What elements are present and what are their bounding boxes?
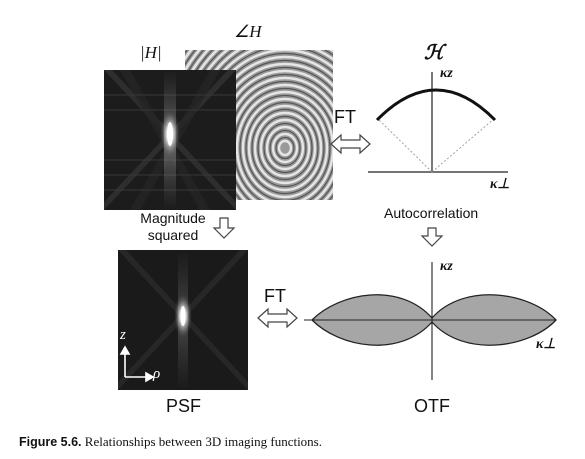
kappa-perp-label-bottom: κ⊥ (536, 337, 556, 352)
down-arrow-left (212, 217, 236, 239)
kappa-perp-label: κ⊥ (490, 177, 510, 192)
psf-label: PSF (166, 396, 202, 416)
ft-arrow-top (330, 133, 371, 155)
ft-label-bottom: FT (264, 286, 286, 306)
ft-arrow-bottom (257, 307, 298, 329)
magnitude-label: |H| (140, 43, 162, 62)
caption-number: Figure 5.6. (19, 435, 82, 449)
transfer-function-label: ℋ (424, 42, 444, 64)
psf-axes (119, 345, 155, 383)
otf-label: OTF (414, 396, 450, 416)
kappa-z-label-bottom: κz (440, 259, 453, 274)
caption-text: Relationships between 3D imaging functio… (84, 434, 322, 449)
ft-label-top: FT (334, 107, 356, 127)
z-axis-label: z (120, 327, 126, 343)
otf-diagram (304, 262, 557, 380)
figure-caption: Figure 5.6. Relationships between 3D ima… (19, 434, 322, 450)
down-arrow-right (420, 227, 444, 247)
rho-axis-label: ρ (153, 366, 161, 382)
transfer-function-diagram (368, 72, 508, 173)
psf-image (118, 250, 248, 390)
magnitude-squared-label: Magnitude squared (140, 210, 206, 243)
autocorrelation-label: Autocorrelation (384, 205, 479, 221)
magnitude-image (104, 70, 236, 210)
kappa-z-label: κz (440, 66, 453, 81)
phase-label: ∠H (234, 22, 262, 41)
